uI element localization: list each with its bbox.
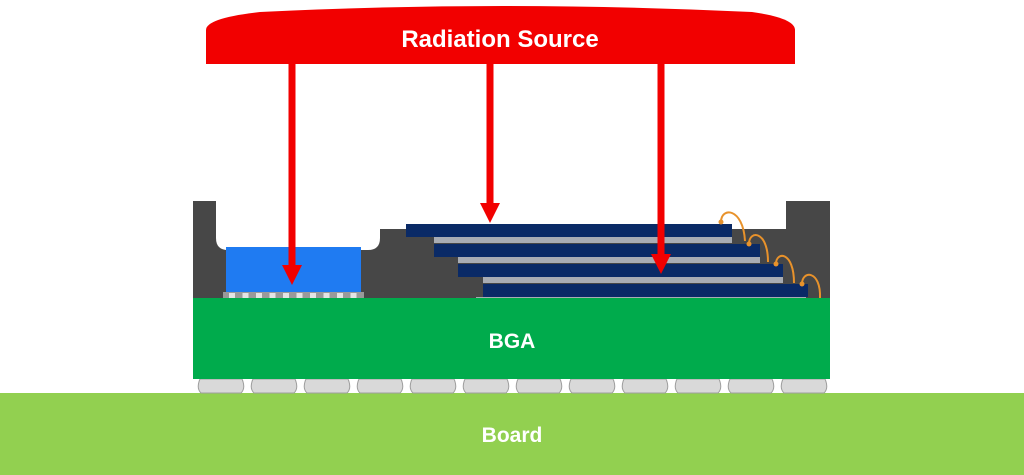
radiation-arrowhead [282, 265, 302, 285]
wire-bond-pad [718, 219, 724, 225]
solder-ball [515, 378, 563, 394]
flip-chip-bump [269, 293, 276, 298]
radiation-ray [288, 62, 296, 267]
solder-ball [674, 378, 722, 394]
radiation-ray [486, 62, 494, 205]
flip-chip-bump [337, 293, 343, 298]
solder-ball-row [197, 378, 828, 394]
bond-wire [775, 254, 795, 284]
flip-chip-bump [296, 293, 303, 298]
flip-chip-bump [323, 293, 330, 298]
bga-substrate [193, 298, 830, 379]
solder-ball [621, 378, 669, 394]
flip-chip-bump [350, 293, 357, 298]
bond-wire [801, 273, 822, 299]
flip-chip-bump [283, 293, 289, 298]
wire-bond-pad [799, 281, 805, 287]
underfill [223, 292, 364, 300]
flip-chip-bumps [229, 293, 357, 298]
bond-wire [748, 234, 769, 263]
radiation-arrowhead [480, 203, 500, 223]
bga-label: BGA [489, 330, 536, 353]
board [0, 393, 1024, 475]
solder-ball [409, 378, 457, 394]
solder-ball [250, 378, 298, 394]
solder-ball [462, 378, 510, 394]
radiation-source-label: Radiation Source [401, 26, 598, 53]
solder-ball [197, 378, 245, 394]
solder-ball [727, 378, 775, 394]
stacked-die [406, 224, 732, 237]
flip-chip-bump [310, 293, 316, 298]
solder-ball [568, 378, 616, 394]
wire-bond-pad [773, 261, 779, 267]
solder-ball [303, 378, 351, 394]
wire-bond-pad [746, 241, 752, 247]
bond-wires [718, 211, 822, 299]
radiation-source [206, 6, 795, 64]
solder-ball [780, 378, 828, 394]
stacked-die [434, 244, 760, 257]
flip-chip-bump [256, 293, 262, 298]
solder-ball [356, 378, 404, 394]
radiation-rays [282, 62, 671, 285]
board-label: Board [482, 424, 543, 447]
radiation-ray [657, 62, 665, 256]
stacked-die [483, 284, 808, 297]
die-attach-layer [483, 277, 783, 283]
radiation-arrowhead [651, 254, 671, 274]
flip-chip-bump [229, 293, 235, 298]
die-stack [406, 224, 808, 303]
bond-wire [720, 211, 746, 242]
stacked-die [458, 264, 783, 277]
flip-chip-bump [242, 293, 249, 298]
die-attach-layer [434, 237, 732, 243]
die-attach-layer [458, 257, 760, 263]
